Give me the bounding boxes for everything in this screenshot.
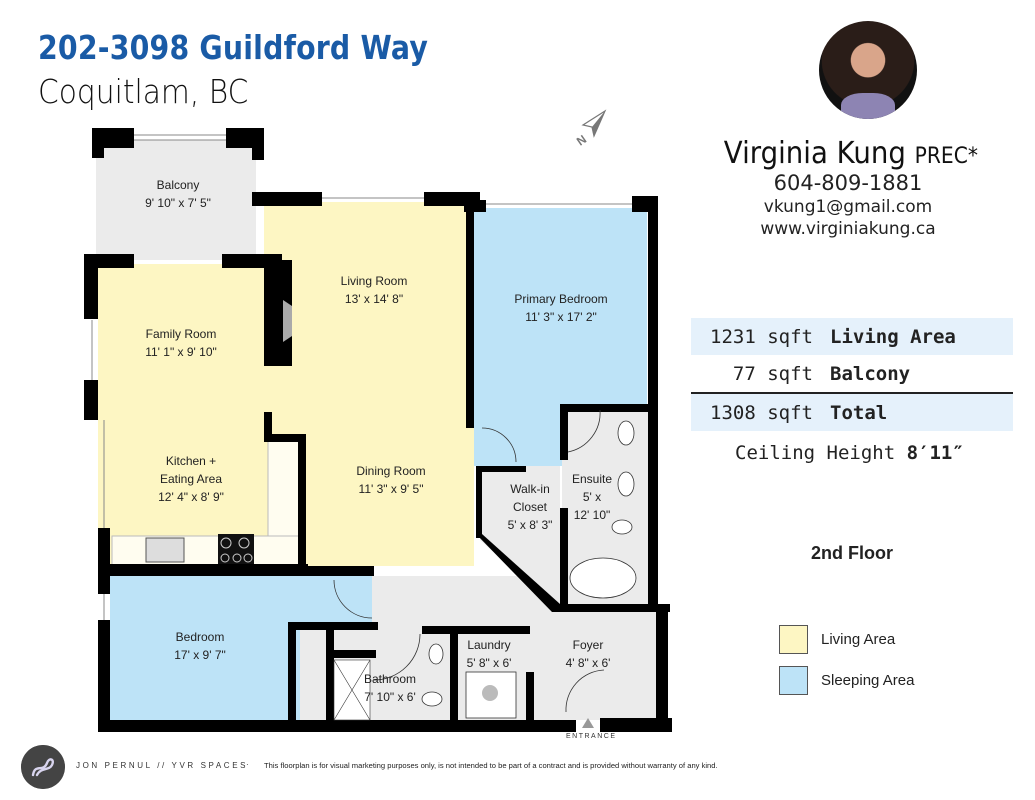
footer-disclaimer: This floorplan is for visual marketing p… (264, 761, 718, 770)
room-balcony: Balcony 9' 10" x 7' 5" (118, 176, 238, 212)
room-dims: 4' 8" x 6' (565, 656, 611, 670)
legend-label: Sleeping Area (821, 672, 915, 689)
area-label: Balcony (830, 362, 911, 385)
room-name-2: Eating Area (159, 472, 223, 486)
north-arrow-icon: N (574, 109, 607, 148)
legend-living: Living Area (779, 625, 895, 654)
room-name: Walk-in (510, 482, 550, 496)
agent-name-line: Virginia Kung PREC* (723, 136, 978, 171)
area-row-living: 1231 sqft Living Area (691, 318, 1013, 355)
legend-swatch-sleeping (779, 666, 808, 695)
room-foyer: Foyer 4' 8" x 6' (558, 636, 618, 672)
entrance-label: ENTRANCE (566, 733, 617, 740)
room-dims: 5' x (582, 490, 602, 504)
property-address: 202-3098 Guildford Way (38, 28, 429, 67)
room-name: Ensuite (571, 472, 613, 486)
room-ensuite: Ensuite 5' x 12' 10" (564, 470, 620, 524)
agent-shirt (841, 93, 895, 119)
agent-website[interactable]: www.virginiakung.ca (760, 219, 936, 239)
area-summary-table: 1231 sqft Living Area 77 sqft Balcony 13… (691, 318, 1013, 431)
family-kitchen-fill (98, 264, 268, 564)
room-walkin-closet: Walk-in Closet 5' x 8' 3" (490, 480, 570, 534)
ceiling-value: 8′11″ (906, 442, 964, 464)
room-name: Foyer (572, 638, 604, 652)
room-dims: 11' 3" x 17' 2" (525, 310, 597, 324)
room-dims: 13' x 14' 8" (344, 292, 404, 306)
room-dims: 5' x 8' 3" (507, 518, 553, 532)
area-label: Total (830, 401, 888, 424)
room-name: Primary Bedroom (514, 292, 608, 306)
agent-email[interactable]: vkung1@gmail.com (763, 197, 933, 217)
room-living: Living Room 13' x 14' 8" (314, 272, 434, 308)
room-name: Balcony (156, 178, 200, 192)
balcony-fill (96, 140, 256, 260)
room-name: Family Room (145, 327, 217, 341)
room-laundry: Laundry 5' 8" x 6' (458, 636, 520, 672)
footer-credit: JON PERNUL // YVR SPACES (76, 761, 249, 770)
agent-name: Virginia Kung (723, 136, 906, 171)
yvr-spaces-logo-icon (21, 745, 65, 789)
area-row-balcony: 77 sqft Balcony (691, 355, 1013, 392)
area-value: 1308 sqft (710, 401, 813, 424)
room-dining: Dining Room 11' 3" x 9' 5" (331, 462, 451, 498)
room-name: Laundry (467, 638, 511, 652)
room-name: Living Room (340, 274, 408, 288)
area-value: 1231 sqft (710, 325, 813, 348)
ceiling-height: Ceiling Height 8′11″ (735, 442, 964, 464)
legend-label: Living Area (821, 631, 896, 648)
room-dims: 17' x 9' 7" (174, 648, 226, 662)
legend-swatch-living (779, 625, 808, 654)
room-dims: 5' 8" x 6' (466, 656, 512, 670)
area-label: Living Area (830, 325, 956, 348)
legend-sleeping: Sleeping Area (779, 666, 914, 695)
room-primary-bedroom: Primary Bedroom 11' 3" x 17' 2" (496, 290, 626, 326)
footer-separator: · (246, 760, 249, 769)
room-dims: 11' 3" x 9' 5" (358, 482, 424, 496)
room-name: Bedroom (175, 630, 225, 644)
ceiling-label: Ceiling Height (735, 442, 896, 464)
room-dims: 11' 1" x 9' 10" (145, 345, 217, 359)
room-family: Family Room 11' 1" x 9' 10" (121, 325, 241, 361)
property-city: Coquitlam, BC (38, 72, 249, 111)
agent-photo (819, 21, 917, 119)
room-dims: 12' 4" x 8' 9" (158, 490, 224, 504)
room-bathroom: Bathroom 7' 10" x 6' (350, 670, 430, 706)
room-kitchen: Kitchen + Eating Area 12' 4" x 8' 9" (131, 452, 251, 506)
floor-label: 2nd Floor (811, 543, 893, 563)
room-name: Dining Room (356, 464, 426, 478)
agent-phone[interactable]: 604-809-1881 (773, 171, 923, 195)
room-bedroom: Bedroom 17' x 9' 7" (140, 628, 260, 664)
room-name-2: Closet (512, 500, 547, 514)
room-dims: 9' 10" x 7' 5" (145, 196, 211, 210)
room-dims-2: 12' 10" (573, 508, 611, 522)
walkin-fill (480, 466, 560, 612)
agent-designation: PREC* (914, 144, 978, 169)
room-dims: 7' 10" x 6' (364, 690, 416, 704)
agent-info: Virginia Kung PREC* 604-809-1881 vkung1@… (713, 136, 983, 239)
room-name: Kitchen + (165, 454, 217, 468)
area-row-total: 1308 sqft Total (691, 392, 1013, 431)
room-name: Bathroom (363, 672, 417, 686)
area-value: 77 sqft (732, 362, 813, 385)
